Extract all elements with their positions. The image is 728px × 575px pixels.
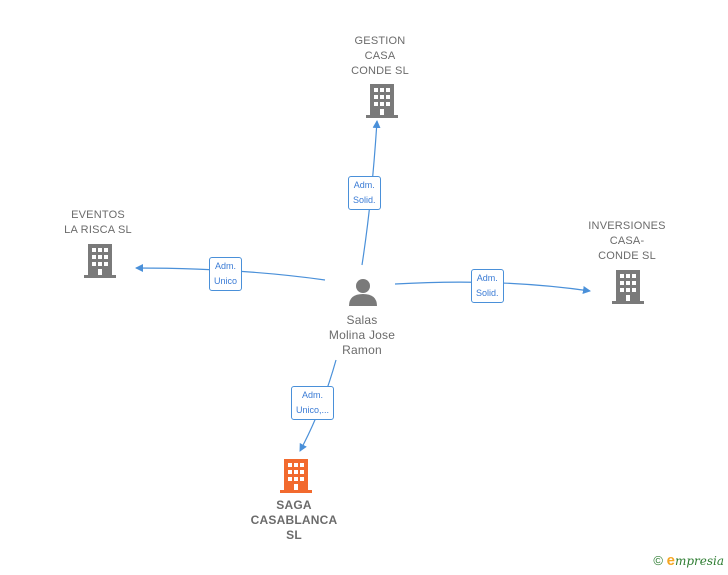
building-icon-focus[interactable] [280, 459, 312, 493]
brand-name: mpresia [674, 554, 724, 568]
footer-brand[interactable]: © empresia [653, 552, 724, 569]
edge-label-eventos: Adm. Unico [209, 257, 243, 291]
company-label-eventos[interactable]: EVENTOS LA RISCA SL [64, 209, 132, 236]
edge-label-inversiones: Adm. Solid. [471, 269, 504, 303]
building-icon[interactable] [366, 84, 398, 118]
company-label-inversiones[interactable]: INVERSIONES CASA- CONDE SL [588, 220, 666, 262]
building-icon[interactable] [84, 244, 116, 278]
building-icon[interactable] [612, 270, 644, 304]
company-label-saga[interactable]: SAGA CASABLANCA SL [250, 498, 338, 542]
person-icon[interactable] [347, 276, 379, 308]
edge-label-gestion: Adm. Solid. [348, 176, 381, 210]
company-label-gestion[interactable]: GESTION CASA CONDE SL [351, 35, 409, 77]
brand-initial: e [666, 552, 675, 569]
copyright-symbol: © [653, 553, 663, 568]
person-label[interactable]: Salas Molina Jose Ramon [328, 313, 396, 357]
edge-label-saga: Adm. Unico,... [291, 386, 335, 420]
